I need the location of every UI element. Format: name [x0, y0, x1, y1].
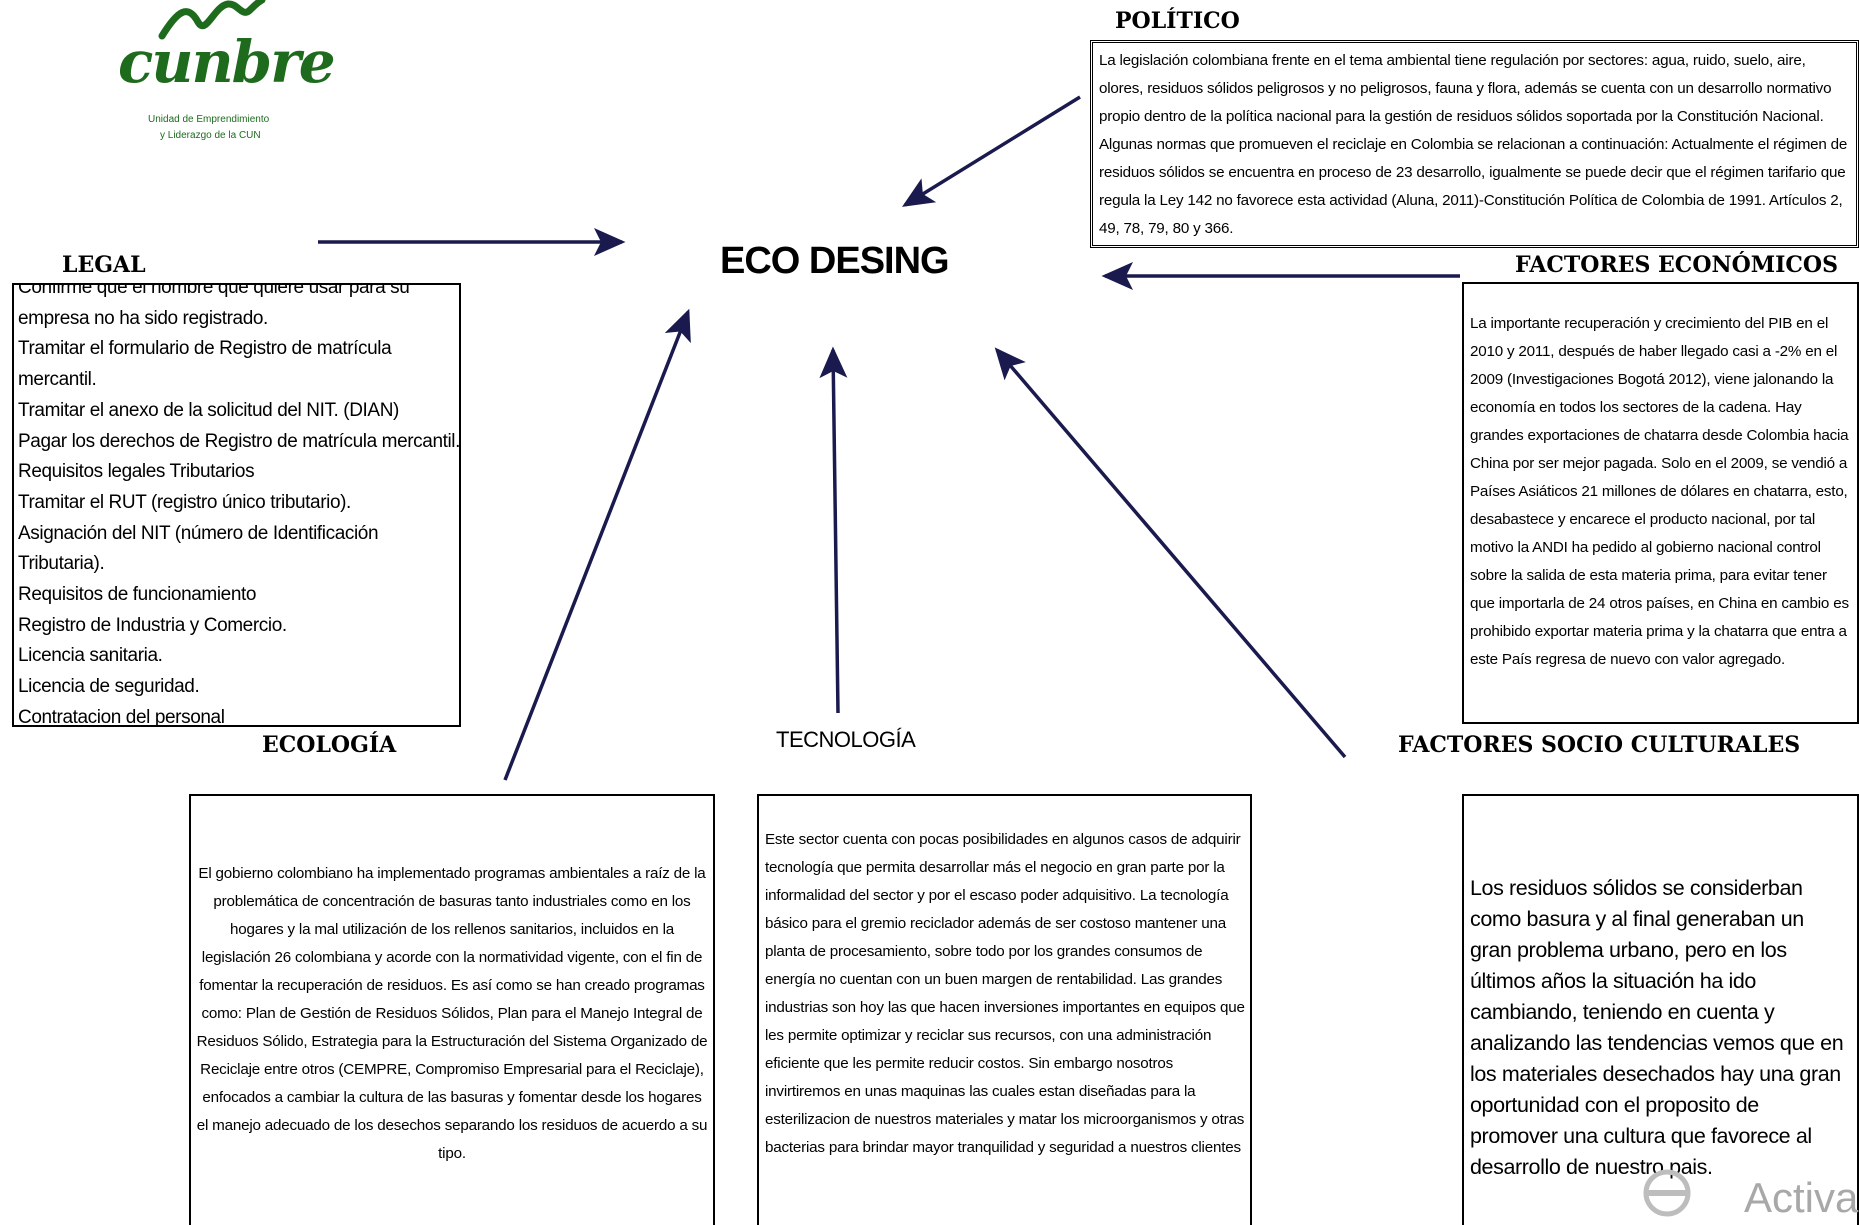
logo-caption-2: y Liderazgo de la CUN	[160, 130, 261, 141]
legal-heading: LEGAL	[62, 252, 146, 278]
logo-caption-1: Unidad de Emprendimiento	[148, 114, 270, 125]
legal-list-item: Licencia de seguridad.	[18, 676, 200, 698]
legal-list-item: Requisitos de funcionamiento	[18, 584, 257, 606]
socio-text: Los residuos sólidos se considerban como…	[1470, 876, 1844, 1179]
legal-list-item: Licencia sanitaria.	[18, 645, 163, 667]
tecnologia-text: Este sector cuenta con pocas posibilidad…	[765, 831, 1245, 1156]
logo: cunbre Unidad de Emprendimiento y Lidera…	[118, 0, 336, 150]
legal-list-item: mercantil.	[18, 369, 97, 391]
tecnologia-heading: TECNOLOGÍA	[776, 727, 916, 752]
windows-activation-icon	[1643, 1169, 1691, 1217]
legal-list-item: Tramitar el formulario de Registro de ma…	[18, 338, 392, 360]
politico-text: La legislación colombiana frente en el t…	[1099, 52, 1848, 237]
ecologia-box: El gobierno colombiano ha implementado p…	[189, 794, 715, 1225]
arrow-socio	[994, 347, 1347, 759]
legal-list-item: Pagar los derechos de Registro de matríc…	[18, 430, 461, 452]
watermark-text: Activa	[1744, 1174, 1859, 1221]
economicos-box: La importante recuperación y crecimiento…	[1462, 282, 1859, 724]
arrow-tecnologia	[819, 346, 848, 714]
logo-wordmark: cunbre	[118, 28, 336, 96]
politico-heading: POLÍTICO	[1115, 8, 1240, 34]
tecnologia-box: Este sector cuenta con pocas posibilidad…	[757, 794, 1252, 1225]
economicos-text: La importante recuperación y crecimiento…	[1470, 315, 1849, 668]
legal-list-item: Registro de Industria y Comercio.	[18, 614, 287, 636]
legal-list-item: Asignación del NIT (número de Identifica…	[18, 522, 379, 544]
socio-box: Los residuos sólidos se considerban como…	[1462, 794, 1859, 1225]
legal-list-item: Tramitar el anexo de la solicitud del NI…	[18, 399, 399, 421]
legal-list: Confirme que el nombre que quiere usar p…	[18, 283, 461, 727]
ecologia-text: El gobierno colombiano ha implementado p…	[196, 865, 708, 1162]
politico-box: La legislación colombiana frente en el t…	[1090, 40, 1859, 248]
legal-list-item: Contratacion del personal	[18, 706, 225, 727]
legal-list-item: Confirme que el nombre que quiere usar p…	[18, 283, 410, 298]
activation-watermark: Activa	[1640, 1162, 1859, 1225]
legal-list-item: empresa no ha sido registrado.	[18, 307, 268, 329]
legal-list-item: Tributaria).	[18, 553, 105, 575]
ecologia-heading: ECOLOGÍA	[262, 732, 397, 758]
center-title: ECO DESING	[720, 240, 950, 282]
economicos-heading: FACTORES ECONÓMICOS	[1515, 252, 1838, 278]
arrow-politico	[902, 95, 1081, 207]
arrow-ecologia	[503, 308, 691, 781]
legal-box: Confirme que el nombre que quiere usar p…	[12, 283, 461, 727]
logo-mark-icon	[158, 0, 266, 40]
legal-list-item: Requisitos legales Tributarios	[18, 461, 255, 483]
socio-heading: FACTORES SOCIO CULTURALES	[1398, 732, 1801, 758]
legal-list-item: Tramitar el RUT (registro único tributar…	[18, 491, 351, 513]
